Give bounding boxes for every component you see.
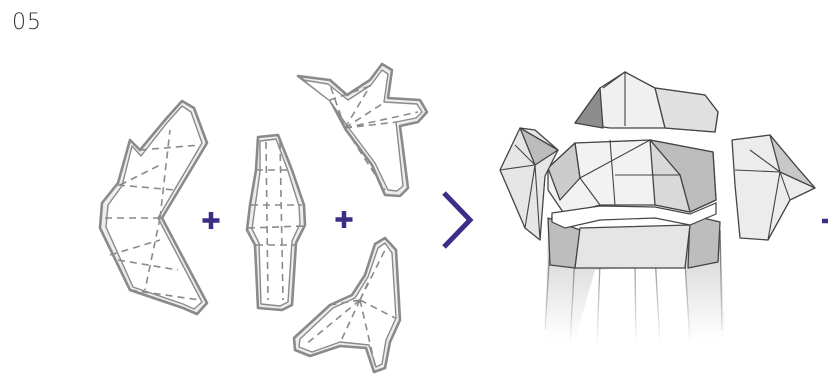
template-piece-bottom-wing (294, 238, 400, 372)
plus-icon (336, 211, 353, 228)
template-piece-left (100, 101, 207, 314)
plus-icon (203, 212, 220, 229)
template-piece-top-wing (298, 64, 427, 196)
chevron-right-icon (444, 193, 470, 247)
template-piece-middle (247, 135, 305, 310)
assembled-model (500, 72, 815, 345)
